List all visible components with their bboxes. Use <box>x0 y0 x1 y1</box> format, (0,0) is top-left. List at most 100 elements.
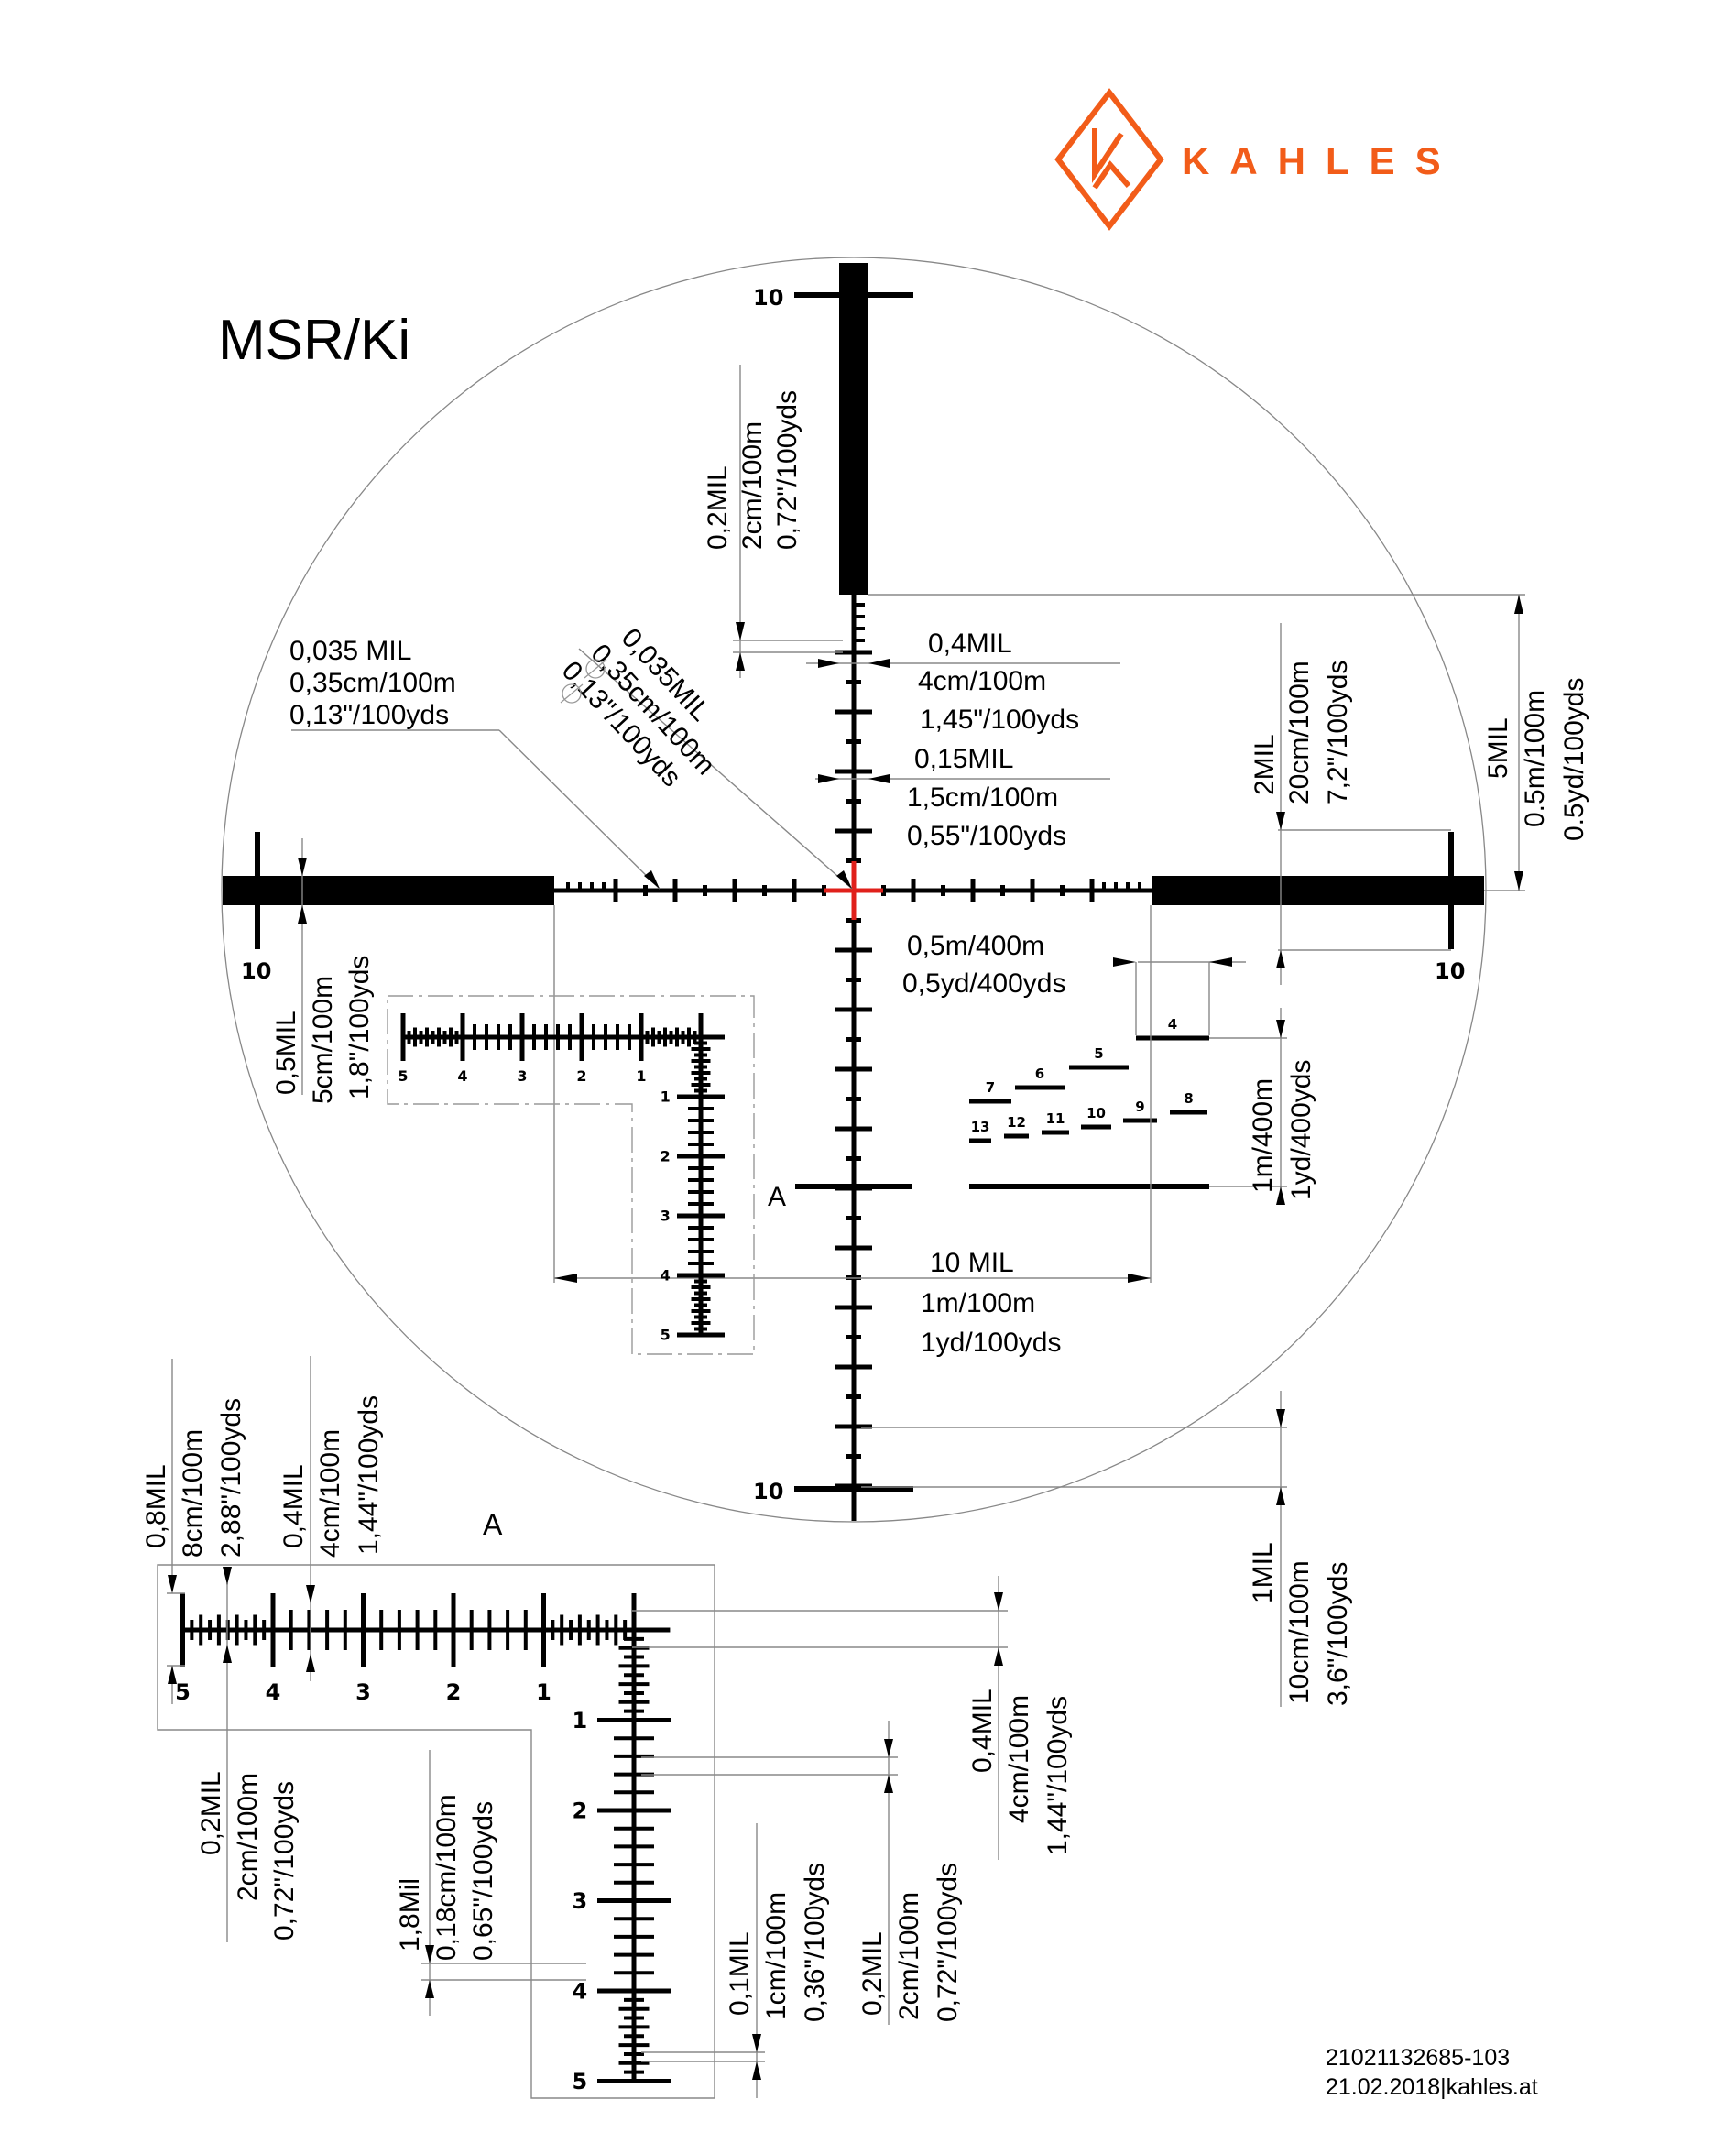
dot-size-annotation-left: 0,035 MIL 0,35cm/100m 0,13"/100yds <box>289 636 456 730</box>
detail-v-tick-01-annotation: 0,1MIL 1cm/100m 0,36"/100yds <box>725 1863 830 2022</box>
spacing-1mil-annotation: 1MIL 10cm/100m 3,6"/100yds <box>1248 1542 1353 1706</box>
scale-h-label-4: 4 <box>457 1067 467 1085</box>
center-cross <box>824 861 883 920</box>
scale-h-label-5: 5 <box>175 1679 191 1705</box>
annotation-line: 1,45"/100yds <box>920 705 1079 735</box>
top-end-label: 10 <box>753 285 783 311</box>
reticle-title: MSR/Ki <box>218 309 410 372</box>
detail-dimension-lines <box>167 1356 1008 2098</box>
annotation-line: 1cm/100m <box>761 1892 792 2020</box>
stadia-height-annotation: 1m/400m 1yd/400yds <box>1248 1060 1316 1200</box>
annotation-line: 0.5yd/100yds <box>1559 678 1589 841</box>
annotation-line: 1m/400m <box>1248 1078 1278 1193</box>
annotation-line: 0,4MIL <box>278 1464 309 1548</box>
annotation-line: 2cm/100m <box>894 1892 924 2020</box>
annotation-line: 2cm/100m <box>737 421 768 550</box>
brand-name: KAHLES <box>1182 139 1461 182</box>
annotation-line: 0,35cm/100m <box>289 668 456 698</box>
annotation-line: 0,2MIL <box>196 1771 226 1855</box>
annotation-line: 0,72"/100yds <box>269 1781 300 1941</box>
annotation-line: 2MIL <box>1250 734 1280 795</box>
detail-major-spacing-annotation: 1,8Mil 0,18cm/100m 0,65"/100yds <box>395 1794 498 1961</box>
annotation-line: 4cm/100m <box>315 1429 345 1558</box>
annotation-line: 0,4MIL <box>928 629 1012 659</box>
stadia-label-6: 6 <box>1035 1066 1044 1082</box>
scale-h-label-3: 3 <box>355 1679 371 1705</box>
right-end-label: 10 <box>1435 958 1465 984</box>
annotation-line: 1MIL <box>1248 1542 1278 1603</box>
diameter-icon <box>560 659 607 704</box>
stadia-label-11: 11 <box>1046 1110 1065 1127</box>
scale-v-label-4: 4 <box>661 1267 671 1285</box>
stadia-label-10: 10 <box>1086 1105 1106 1121</box>
annotation-line: 7,2"/100yds <box>1323 661 1353 804</box>
stadia-label-4: 4 <box>1168 1016 1177 1033</box>
stadia-label-9: 9 <box>1135 1099 1144 1115</box>
annotation-line: 0,035 MIL <box>289 636 411 666</box>
post-2mil-annotation: 2MIL 20cm/100m 7,2"/100yds <box>1250 661 1353 804</box>
post-5mil-annotation: 5MIL 0.5m/100m 0.5yd/100yds <box>1483 678 1589 841</box>
detail-inset-outline <box>387 995 755 1355</box>
top-thick-post <box>839 263 868 595</box>
annotation-line: 1,8Mil <box>395 1878 425 1952</box>
annotation-line: 5MIL <box>1483 717 1513 779</box>
annotation-line: 1yd/100yds <box>921 1328 1061 1358</box>
scale-v-label-2: 2 <box>572 1798 587 1823</box>
annotation-line: 1,44"/100yds <box>354 1395 384 1555</box>
detail-mid-tick-annotation: 0,4MIL 4cm/100m 1,44"/100yds <box>278 1395 384 1558</box>
left-end-label: 10 <box>241 958 271 984</box>
post-05mil-annotation: 0,5MIL 5cm/100m 1,8"/100yds <box>271 956 375 1104</box>
detail-v-tick-02-annotation: 0,2MIL 2cm/100m 0,72"/100yds <box>857 1863 963 2022</box>
scale-h-label-2: 2 <box>576 1067 586 1085</box>
bottom-end-label: 10 <box>753 1479 783 1504</box>
stadia-label-13: 13 <box>971 1119 990 1135</box>
scale-v-label-4: 4 <box>572 1978 587 2004</box>
annotation-line: 8cm/100m <box>178 1429 208 1558</box>
left-thick-post <box>223 876 554 905</box>
dimension-arrows <box>298 595 1523 1505</box>
annotation-line: 0,18cm/100m <box>431 1794 462 1961</box>
scale-h-label-3: 3 <box>517 1067 527 1085</box>
annotation-line: 0,65"/100yds <box>468 1801 498 1961</box>
annotation-line: 1,5cm/100m <box>907 782 1058 813</box>
detail-a-outline <box>157 1564 715 2099</box>
stadia-label-5: 5 <box>1094 1045 1103 1062</box>
annotation-line: 0,2MIL <box>857 1931 888 2016</box>
scale-h-label-4: 4 <box>266 1679 281 1705</box>
detail-short-tick-annotation: 0,2MIL 2cm/100m 0,72"/100yds <box>196 1771 300 1941</box>
annotation-line: 1,8"/100yds <box>344 956 375 1099</box>
tick-015-annotation: 0,15MIL 1,5cm/100m 0,55"/100yds <box>907 744 1066 851</box>
annotation-line: 0,72"/100yds <box>933 1863 963 2022</box>
annotation-line: 0,55"/100yds <box>907 821 1066 851</box>
annotation-line: 1m/100m <box>921 1288 1035 1318</box>
scale-v-label-5: 5 <box>572 2069 587 2094</box>
right-thick-post <box>1152 876 1484 905</box>
dimension-lines <box>291 365 1525 1707</box>
scale-h-label-1: 1 <box>536 1679 551 1705</box>
logo-k-icon <box>1092 128 1131 190</box>
annotation-line: 0,36"/100yds <box>800 1863 830 2022</box>
scale-v-label-5: 5 <box>661 1327 671 1344</box>
kahles-logo: KAHLES <box>1054 88 1461 231</box>
annotation-line: 1yd/400yds <box>1286 1060 1316 1200</box>
scale-h-label-2: 2 <box>446 1679 462 1705</box>
annotation-line: 2cm/100m <box>233 1773 263 1901</box>
annotation-line: 4cm/100m <box>1004 1695 1034 1823</box>
stadia-width-annotation: 0,5m/400m 0,5yd/400yds <box>902 931 1065 999</box>
annotation-line: 0,5yd/400yds <box>902 968 1065 999</box>
annotation-line: 0,72"/100yds <box>772 390 802 550</box>
scale-v-label-2: 2 <box>661 1148 671 1165</box>
annotation-line: 0,5m/400m <box>907 931 1044 961</box>
scale-v-label-3: 3 <box>572 1888 587 1914</box>
annotation-line: 0,8MIL <box>141 1464 171 1548</box>
annotation-line: 0,5MIL <box>271 1011 301 1095</box>
detail-v-tick-04-annotation: 0,4MIL 4cm/100m 1,44"/100yds <box>967 1689 1073 1855</box>
scale-h-label-1: 1 <box>636 1067 646 1085</box>
detail-tall-tick-annotation: 0,8MIL 8cm/100m 2,88"/100yds <box>141 1398 246 1558</box>
annotation-line: 1,44"/100yds <box>1043 1696 1073 1855</box>
annotation-line: 4cm/100m <box>918 666 1046 696</box>
